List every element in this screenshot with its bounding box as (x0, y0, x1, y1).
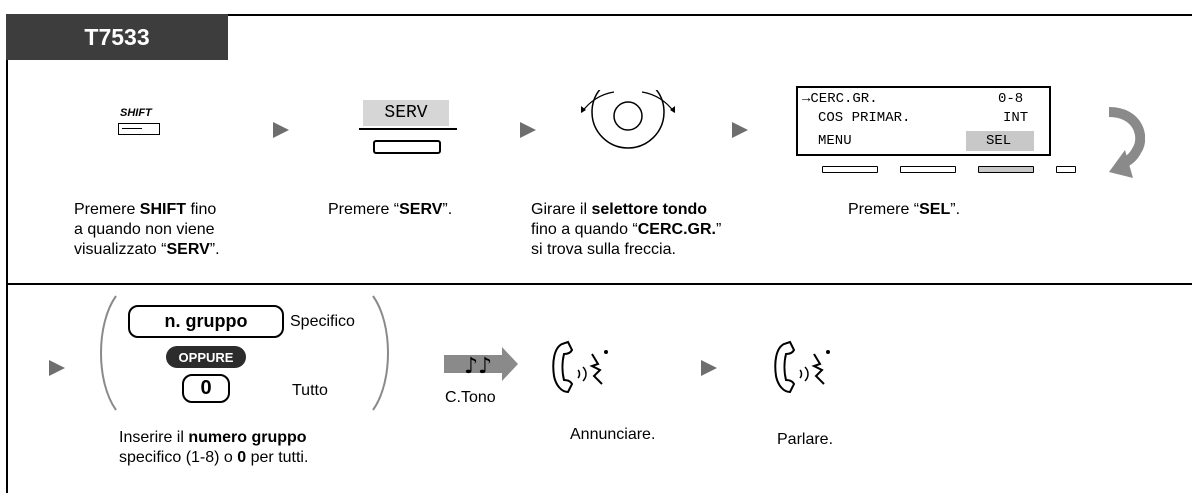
shift-key[interactable] (118, 123, 160, 135)
serv-label: SERV (363, 100, 449, 126)
specific-label: Specifico (290, 313, 355, 330)
model-tag: T7533 (6, 14, 228, 60)
zero-key[interactable]: 0 (182, 374, 230, 403)
group-caption: Inserire il numero gruppo specifico (1-8… (119, 429, 309, 466)
soft-key-1[interactable] (822, 166, 878, 173)
shift-key-inner (122, 126, 142, 129)
all-label: Tutto (292, 382, 328, 399)
confirmation-tone-icon: ♪♪ (444, 347, 518, 381)
shift-caption: Premere SHIFT fino a quando non viene vi… (74, 201, 220, 258)
talk-caption: Parlare. (777, 431, 834, 448)
tone-label: C.Tono (445, 389, 496, 406)
step-arrow-icon (520, 122, 536, 138)
left-brace-icon (100, 295, 117, 411)
step-arrow-icon (701, 360, 717, 376)
display-caption: Premere “SEL”. (848, 201, 961, 218)
sel-highlight (966, 131, 1034, 151)
lcd-row2-left: COS PRIMAR. (818, 110, 911, 126)
group-number-box[interactable]: n. gruppo (128, 305, 284, 338)
step-arrow-icon (273, 122, 289, 138)
handset-speaking-icon (774, 340, 830, 394)
lcd-row2-right: INT (1003, 110, 1029, 126)
lcd-row1-left: →CERC.GR. (802, 91, 878, 107)
svg-text:♪♪: ♪♪ (464, 354, 492, 379)
lcd-row3-left: MENU (818, 133, 852, 149)
handset-speaking-icon (552, 340, 608, 394)
announce-caption: Annunciare. (570, 426, 656, 443)
serv-underline (359, 128, 457, 130)
step-arrow-icon (732, 122, 748, 138)
soft-key-2[interactable] (900, 166, 956, 173)
step-arrow-icon (49, 360, 65, 376)
right-brace-icon (372, 295, 389, 411)
section-frame (6, 14, 1192, 493)
continue-arrow-icon (1108, 107, 1145, 178)
lcd-row3-right: SEL (986, 133, 1012, 149)
soft-key-small[interactable] (1056, 166, 1076, 173)
soft-key-sel[interactable] (978, 166, 1034, 173)
lcd-row1-right: 0-8 (998, 91, 1024, 107)
jog-dial-icon[interactable] (568, 90, 688, 162)
lcd-display: →CERC.GR. 0-8 COS PRIMAR. INT MENU SEL (796, 86, 1051, 156)
or-badge: OPPURE (166, 346, 246, 368)
row-divider (8, 283, 1192, 285)
serv-caption: Premere “SERV”. (328, 201, 453, 218)
shift-key-label: SHIFT (120, 107, 152, 119)
jog-caption: Girare il selettore tondo fino a quando … (531, 201, 722, 258)
serv-soft-key[interactable] (373, 140, 441, 154)
